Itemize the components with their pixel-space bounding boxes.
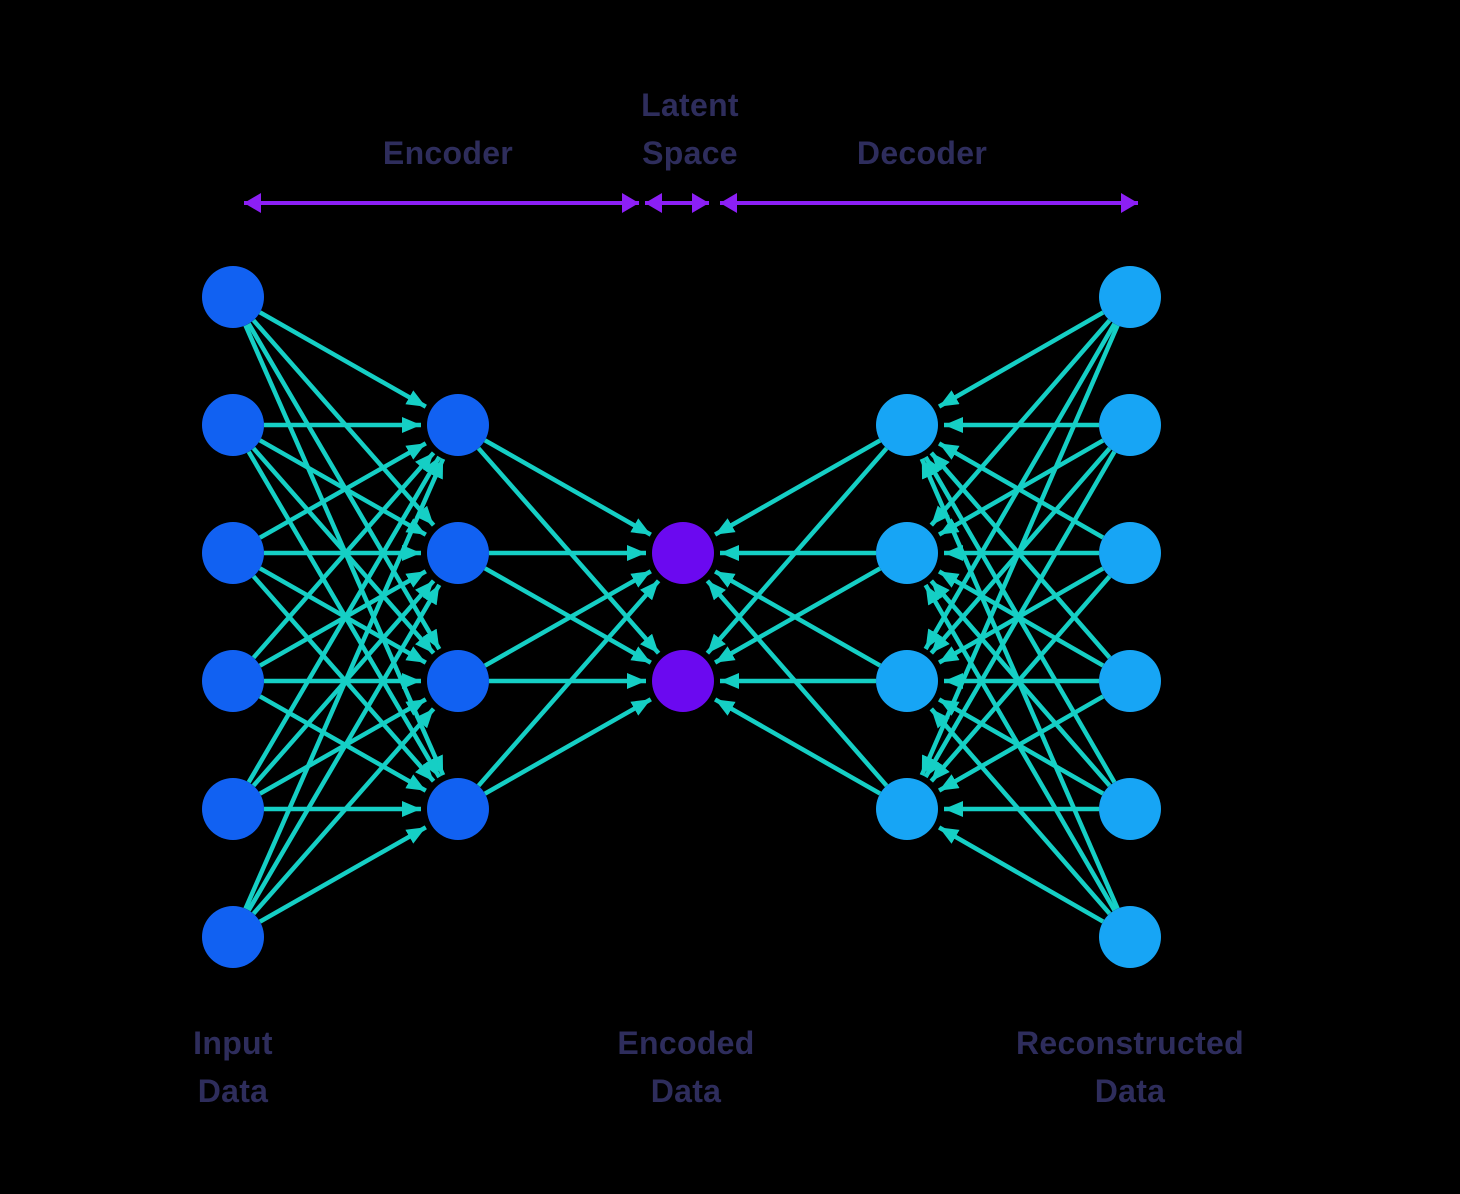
encoder_hidden-node-3 xyxy=(427,650,489,712)
reconstructed-data-label-line2: Data xyxy=(1094,1073,1166,1109)
input-data-label-line1: Input xyxy=(193,1025,273,1061)
encoded-data-label-line2: Data xyxy=(650,1073,722,1109)
latent-space-label-line2: Space xyxy=(642,135,738,171)
edge-input-to-encoder_hidden xyxy=(246,455,442,784)
decoder_hidden-node-1 xyxy=(876,394,938,456)
encoder_hidden-node-2 xyxy=(427,522,489,584)
edges xyxy=(243,310,1120,924)
edge-decoder_hidden-to-latent xyxy=(705,579,889,788)
output-node-4 xyxy=(1099,650,1161,712)
encoded-data-label-line1: Encoded xyxy=(617,1025,755,1061)
input-node-2 xyxy=(202,394,264,456)
edge-input-to-encoder_hidden xyxy=(258,441,427,540)
nodes xyxy=(202,266,1161,968)
latent-space-section-label: Latent Space xyxy=(641,81,739,177)
edge-encoder_hidden-to-latent xyxy=(483,697,652,796)
edge-input-to-encoder_hidden xyxy=(258,566,427,665)
input-data-label-line2: Data xyxy=(197,1073,269,1109)
edge-decoder_hidden-to-latent xyxy=(713,438,882,537)
edge-decoder_hidden-to-latent xyxy=(713,697,882,796)
edge-output-to-decoder_hidden xyxy=(937,438,1105,537)
edge-decoder_hidden-to-latent xyxy=(713,569,882,668)
encoder_hidden-node-4 xyxy=(427,778,489,840)
decoder-section-label-text: Decoder xyxy=(856,135,988,171)
input-node-4 xyxy=(202,650,264,712)
decoder-section-label: Decoder xyxy=(857,129,987,177)
edge-encoder_hidden-to-latent xyxy=(483,566,652,665)
edge-output-to-decoder_hidden xyxy=(937,441,1105,540)
encoder_hidden-node-1 xyxy=(427,394,489,456)
output-node-5 xyxy=(1099,778,1161,840)
edge-encoder_hidden-to-latent xyxy=(483,569,652,668)
input-node-6 xyxy=(202,906,264,968)
input-node-1 xyxy=(202,266,264,328)
edge-input-to-encoder_hidden xyxy=(251,451,436,660)
reconstructed-data-label: Reconstructed Data xyxy=(1016,1019,1244,1115)
edge-encoder_hidden-to-latent xyxy=(476,579,661,788)
input-node-5 xyxy=(202,778,264,840)
reconstructed-data-label-line1: Reconstructed xyxy=(1016,1025,1244,1061)
output-node-3 xyxy=(1099,522,1161,584)
decoder_hidden-node-3 xyxy=(876,650,938,712)
edge-output-to-decoder_hidden xyxy=(937,825,1105,924)
input-data-label: Input Data xyxy=(193,1019,273,1115)
output-node-6 xyxy=(1099,906,1161,968)
output-node-1 xyxy=(1099,266,1161,328)
latent-node-2 xyxy=(652,650,714,712)
latent-node-1 xyxy=(652,522,714,584)
edge-output-to-decoder_hidden xyxy=(937,566,1105,665)
edge-decoder_hidden-to-latent xyxy=(713,566,882,665)
edge-input-to-encoder_hidden xyxy=(251,707,436,916)
edge-output-to-decoder_hidden xyxy=(929,451,1112,660)
edge-output-to-decoder_hidden xyxy=(929,707,1112,916)
edge-input-to-encoder_hidden xyxy=(258,310,427,409)
edge-output-to-decoder_hidden xyxy=(923,583,1117,912)
edge-output-to-decoder_hidden xyxy=(919,458,1120,910)
decoder_hidden-node-4 xyxy=(876,778,938,840)
edge-encoder_hidden-to-latent xyxy=(483,438,652,537)
latent-space-label-line1: Latent xyxy=(641,87,739,123)
encoder-section-label: Encoder xyxy=(383,129,513,177)
decoder_hidden-node-2 xyxy=(876,522,938,584)
edge-output-to-decoder_hidden xyxy=(937,310,1105,409)
edge-input-to-encoder_hidden xyxy=(246,583,442,912)
encoder-section-label-text: Encoder xyxy=(382,135,514,171)
input-node-3 xyxy=(202,522,264,584)
edge-input-to-encoder_hidden xyxy=(258,438,427,537)
encoded-data-label: Encoded Data xyxy=(617,1019,754,1115)
edge-input-to-encoder_hidden xyxy=(243,457,446,910)
output-node-2 xyxy=(1099,394,1161,456)
edge-input-to-encoder_hidden xyxy=(258,825,427,924)
edge-output-to-decoder_hidden xyxy=(923,455,1117,784)
